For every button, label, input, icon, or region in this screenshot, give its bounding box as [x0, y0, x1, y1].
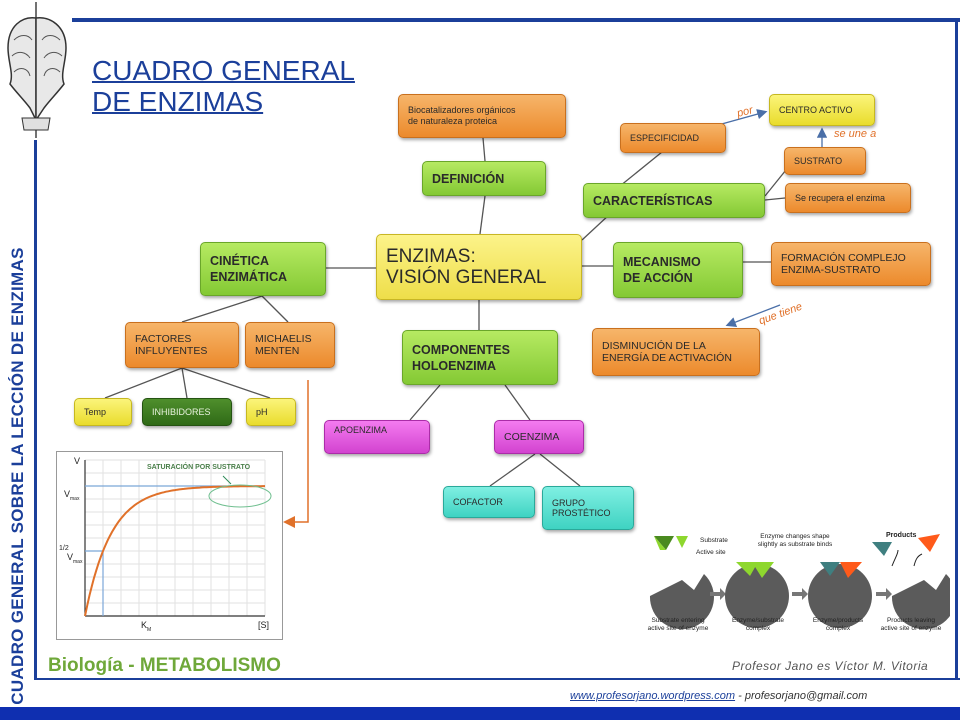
step4-products-leaving: [872, 534, 950, 630]
node-ph: pH: [246, 398, 296, 426]
footer-email[interactable]: profesorjano@gmail.com: [744, 690, 868, 702]
node-especificidad: ESPECIFICIDAD: [620, 123, 726, 153]
node-michaelis: MICHAELIS MENTEN: [245, 322, 335, 368]
node-factores: FACTORES INFLUYENTES: [125, 322, 239, 368]
node-formacion-complejo: FORMACIÓN COMPLEJO ENZIMA-SUSTRATO: [771, 242, 931, 286]
saturation-chart: SATURACIÓN POR SUSTRATO V [S] Vmax 1/2 V…: [56, 451, 283, 640]
title-line-1: CUADRO GENERAL: [92, 55, 355, 86]
chart-title: SATURACIÓN POR SUSTRATO: [147, 464, 251, 471]
node-cofactor: COFACTOR: [443, 486, 535, 518]
frame-top-line: [72, 18, 960, 22]
chart-grid: [85, 459, 266, 616]
chart-ytick-half: Vmax: [67, 552, 82, 565]
node-coenzima: COENZIMA: [494, 420, 584, 454]
enzyme-caption-step2: Enzyme/substrate complex: [731, 617, 785, 632]
node-inhibidores: INHIBIDORES: [142, 398, 232, 426]
node-componentes: COMPONENTES HOLOENZIMA: [402, 330, 558, 385]
chart-ylabel: V: [74, 456, 81, 466]
chart-ytick-half-v: V: [67, 552, 74, 562]
enzyme-mechanism-figure: [649, 534, 950, 630]
node-apoenzima: APOENZIMA: [324, 420, 430, 454]
node-sustrato: SUSTRATO: [784, 147, 866, 175]
step1-enzyme: [649, 536, 714, 630]
footer-web-link[interactable]: www.profesorjano.wordpress.com: [570, 690, 736, 702]
enzyme-caption-step1: Substrate entering active site of enzyme: [647, 617, 709, 632]
chart-saturation-ellipse: [208, 484, 272, 508]
saturation-chart-svg: [84, 459, 272, 617]
chart-ytick-vmax-v: V: [64, 489, 71, 499]
node-definicion: DEFINICIÓN: [422, 161, 546, 196]
chart-xtick-km-sub: M: [147, 626, 152, 633]
chart-ytick-vmax: Vmax: [64, 489, 79, 502]
chart-xtick-km: KM: [141, 620, 151, 633]
enzyme-label-products: Products: [886, 532, 917, 539]
frame-left-line: [34, 140, 37, 680]
node-disminucion-energia: DISMINUCIÓN DE LA ENERGÍA DE ACTIVACIÓN: [592, 328, 760, 376]
chart-ytick-half-frac: 1/2: [59, 545, 69, 552]
node-grupo-prostetico: GRUPO PROSTÉTICO: [542, 486, 634, 530]
footer-bar: [0, 707, 960, 720]
footer-subject: Biología - METABOLISMO: [48, 655, 281, 676]
enzyme-caption-step3: Enzyme/products complex: [812, 617, 864, 632]
footer-contact: www.profesorjano.wordpress.com - profeso…: [570, 690, 867, 702]
step3-products-complex: [808, 562, 872, 628]
chart-ytick-vmax-sub: max: [70, 495, 80, 502]
page-title: CUADRO GENERAL DE ENZIMAS: [92, 55, 355, 117]
footer-author: Profesor Jano es Víctor M. Vitoria: [732, 659, 929, 673]
janus-logo: [7, 2, 67, 138]
enzyme-label-shape-change: Enzyme changes shape slightly as substra…: [757, 533, 833, 548]
chart-xlabel: [S]: [258, 620, 270, 630]
enzyme-caption-step4: Products leaving active site of enzyme: [880, 617, 942, 632]
node-centro-activo: CENTRO ACTIVO: [769, 94, 875, 126]
step2-complex: [725, 562, 789, 628]
node-recupera-enzima: Se recupera el enzima: [785, 183, 911, 213]
frame-right-line: [955, 20, 958, 680]
title-line-2: DE ENZIMAS: [92, 86, 264, 117]
node-enzimas-center: ENZIMAS: VISIÓN GENERAL: [376, 234, 582, 300]
node-biocatalizadores: Biocatalizadores orgánicos de naturaleza…: [398, 94, 566, 138]
link-label-se-une-a: se une a: [834, 128, 877, 140]
footer-separator: -: [735, 690, 745, 702]
enzyme-label-substrate: Substrate: [700, 537, 728, 544]
chart-series-curve: [84, 485, 265, 617]
chart-title-arrow: [222, 475, 232, 485]
chart-xtick-km-k: K: [141, 620, 148, 630]
chart-ytick-half-sub: max: [73, 558, 83, 565]
node-cinetica: CINÉTICA ENZIMÁTICA: [200, 242, 326, 296]
node-mecanismo: MECANISMO DE ACCIÓN: [613, 242, 743, 298]
enzyme-label-active-site: Active site: [696, 549, 726, 556]
node-temp: Temp: [74, 398, 132, 426]
node-caracteristicas: CARACTERÍSTICAS: [583, 183, 765, 218]
frame-bottom-line: [34, 678, 960, 680]
